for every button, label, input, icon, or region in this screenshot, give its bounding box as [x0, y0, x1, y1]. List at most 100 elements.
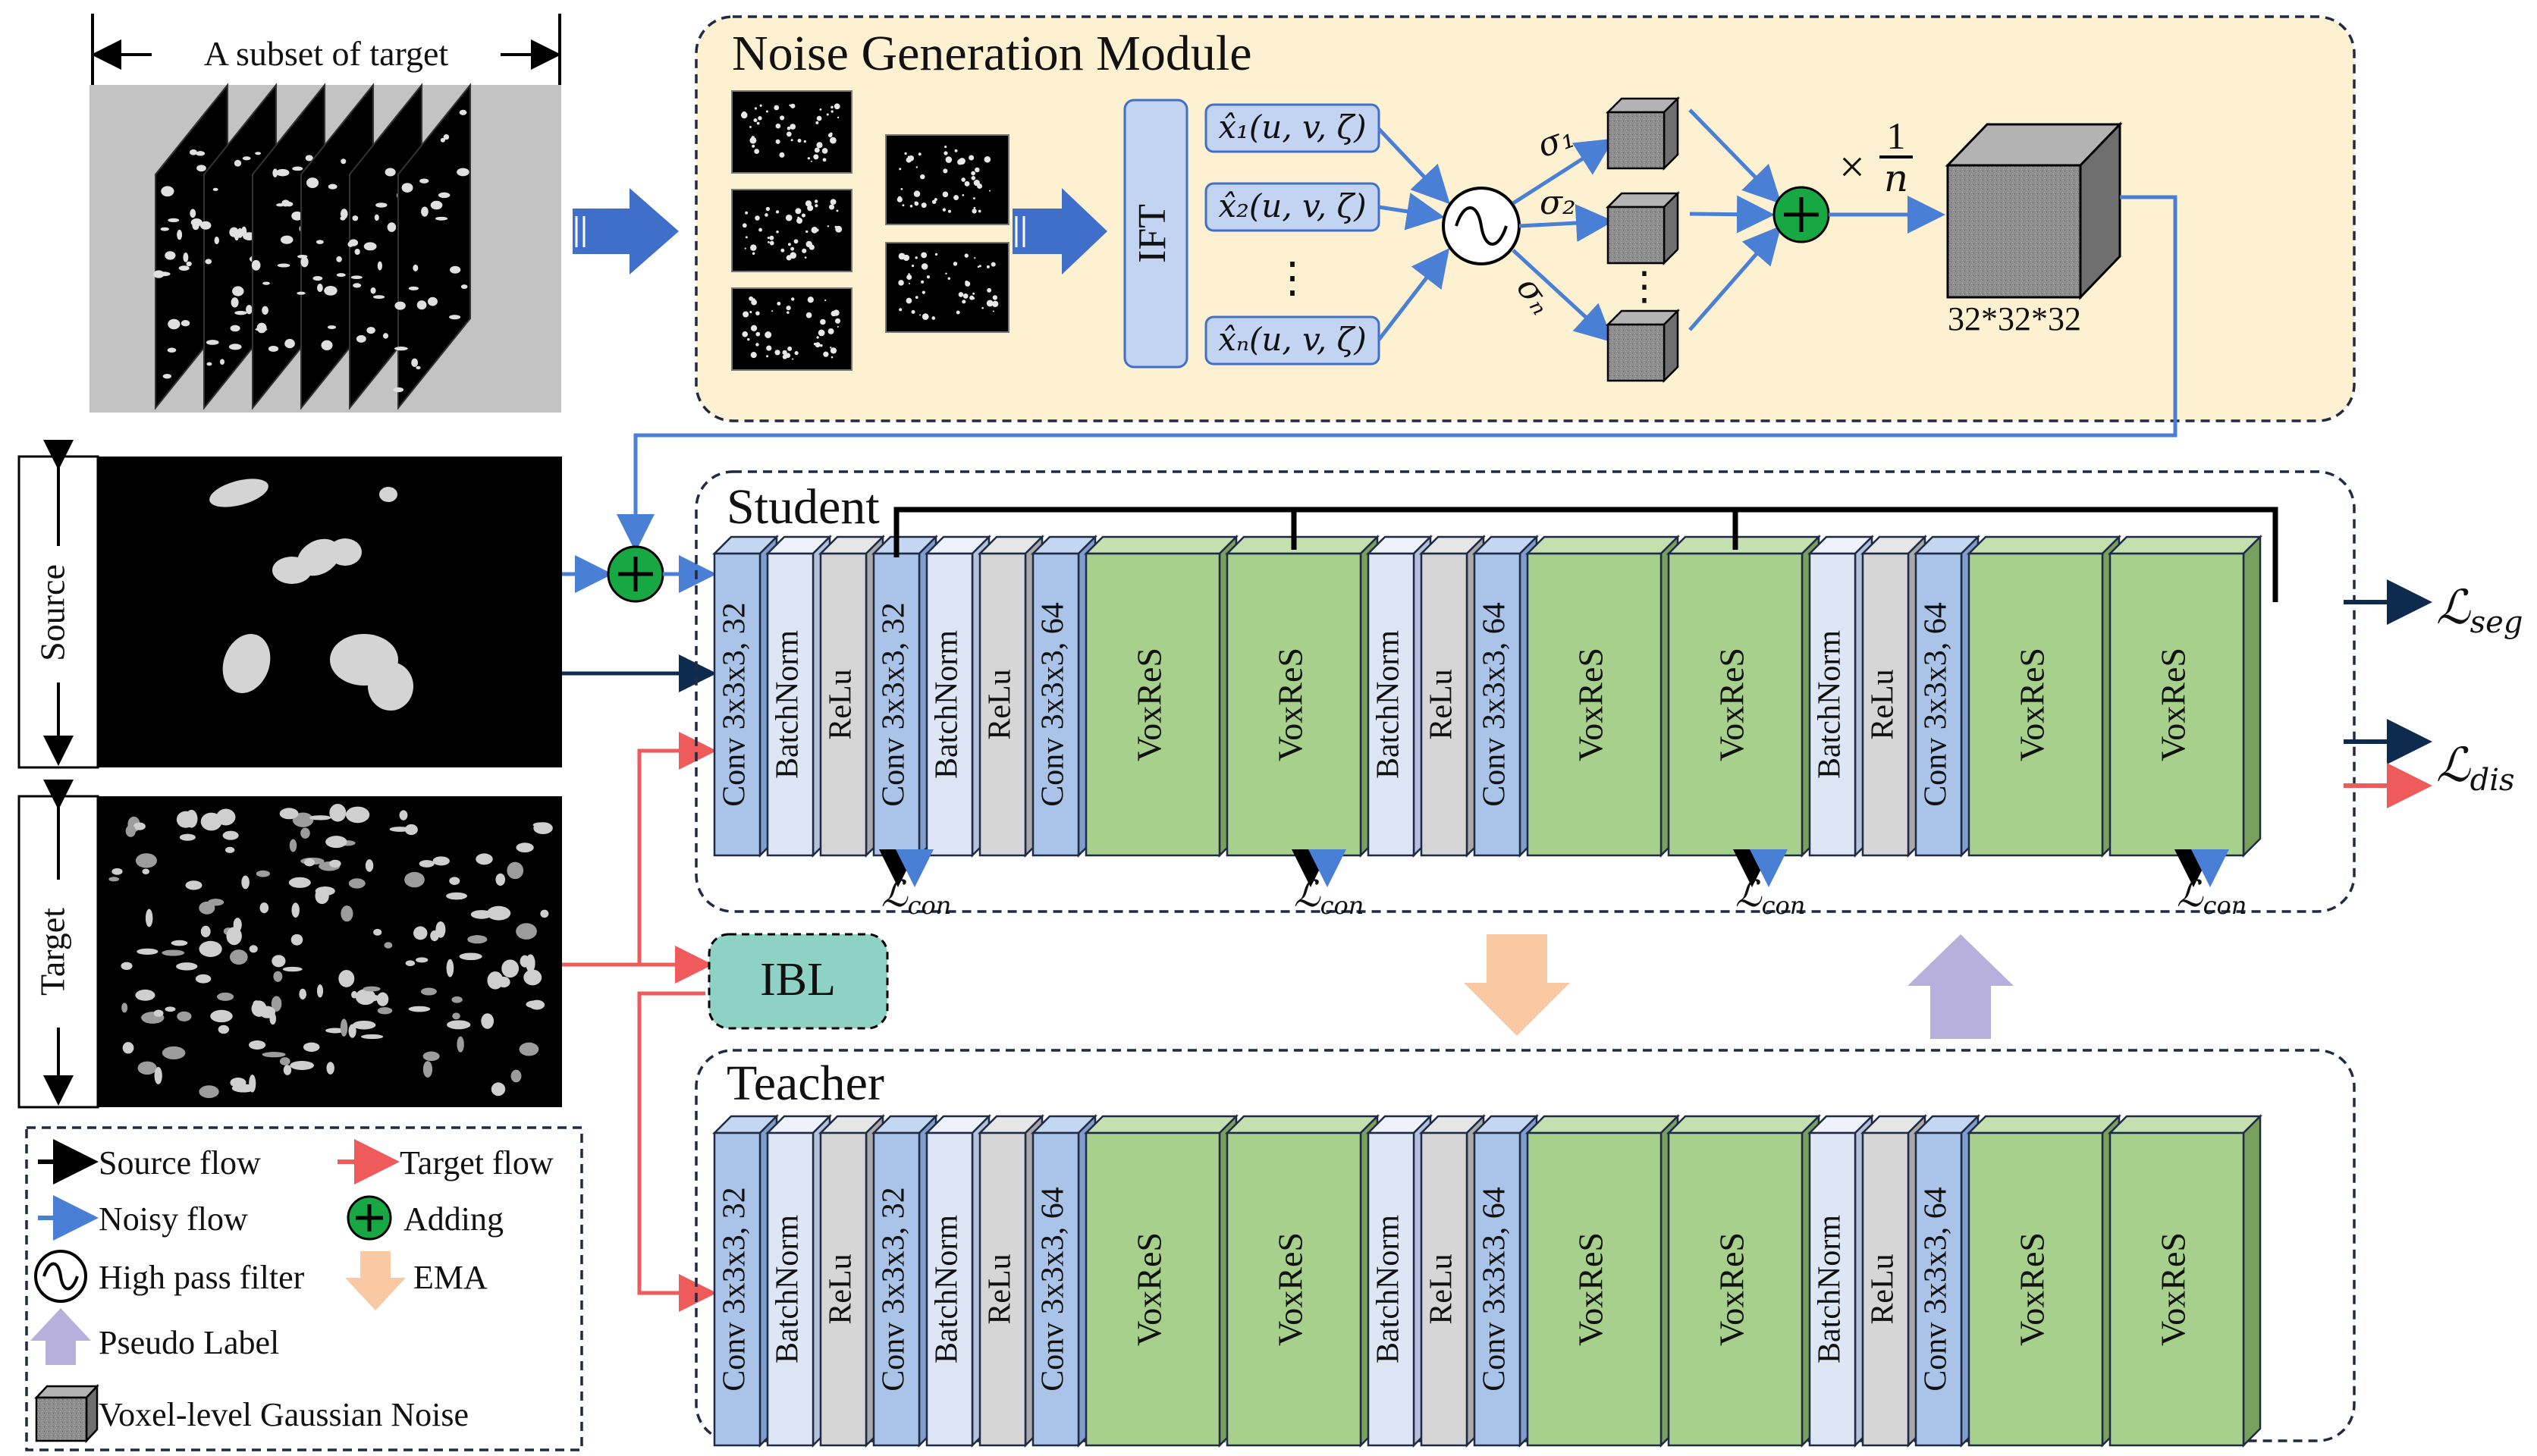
- target-image: [108, 804, 553, 1099]
- block-label: VoxReS: [1130, 1232, 1169, 1346]
- x-dots: ⋮: [1271, 255, 1314, 302]
- block-label: Conv 3x3x3, 32: [877, 1187, 912, 1392]
- block-label: BatchNorm: [1371, 630, 1406, 779]
- network-block-conv: Conv 3x3x3, 64: [1030, 534, 1098, 858]
- network-block-vox: VoxReS: [1966, 534, 2122, 858]
- legend-ema-icon: [345, 1251, 406, 1310]
- ift-block: [1123, 99, 1188, 369]
- block-label: ReLu: [1424, 1254, 1459, 1324]
- teacher-blocks: Conv 3x3x3, 32 BatchNorm ReLu Conv 3x3x3, 3…: [711, 1113, 2263, 1448]
- target-subset-panel: A subset of target: [89, 14, 561, 413]
- noise-input-arrow: [573, 188, 679, 275]
- ibl-label: IBL: [760, 954, 836, 1006]
- block-label: Conv 3x3x3, 64: [1919, 1187, 1954, 1392]
- block-label: BatchNorm: [771, 630, 805, 779]
- x2-label: x̂₂(u, v, ζ): [1218, 187, 1366, 224]
- block-label: BatchNorm: [930, 1215, 965, 1363]
- xn-label: x̂ₙ(u, v, ζ): [1218, 321, 1366, 358]
- network-block-relu: ReLu: [977, 1113, 1045, 1448]
- noise-cube: [1606, 206, 1666, 265]
- block-label: VoxReS: [1271, 648, 1310, 761]
- network-block-vox: VoxReS: [1083, 534, 1239, 858]
- block-label: Conv 3x3x3, 64: [1036, 1187, 1071, 1392]
- pseudo-label-arrow: [1907, 934, 2014, 1039]
- block-label: Conv 3x3x3, 32: [717, 1187, 752, 1392]
- target-slices: [153, 83, 471, 410]
- ift-label: IFT: [1131, 204, 1174, 263]
- network-block-vox: VoxReS: [1083, 1113, 1239, 1448]
- subset-label: A subset of target: [204, 34, 449, 73]
- block-label: BatchNorm: [930, 630, 965, 779]
- cube-size-label: 32*32*32: [1948, 300, 2081, 337]
- scale-num: 1: [1887, 115, 1906, 157]
- network-block-vox: VoxReS: [1666, 1113, 1822, 1448]
- block-label: ReLu: [824, 669, 859, 739]
- block-label: BatchNorm: [771, 1215, 805, 1363]
- ema-arrow: [1464, 934, 1570, 1036]
- legend-source-flow: Source flow: [99, 1144, 261, 1181]
- block-label: VoxReS: [1271, 1232, 1310, 1346]
- frequency-images: [731, 90, 1009, 371]
- block-label: ReLu: [983, 1254, 1018, 1324]
- network-block-vox: VoxReS: [1224, 1113, 1380, 1448]
- legend-target-flow: Target flow: [400, 1144, 554, 1181]
- noise-module-title: Noise Generation Module: [732, 26, 1252, 81]
- block-label: Conv 3x3x3, 32: [717, 602, 752, 807]
- network-block-vox: VoxReS: [1524, 1113, 1681, 1448]
- target-panel: Target: [17, 780, 562, 1109]
- block-label: BatchNorm: [1813, 1215, 1848, 1363]
- block-label: VoxReS: [2154, 648, 2193, 761]
- block-label: Conv 3x3x3, 64: [1477, 602, 1512, 807]
- block-label: VoxReS: [1571, 648, 1610, 761]
- block-label: VoxReS: [2013, 1232, 2052, 1346]
- network-block-relu: ReLu: [818, 1113, 886, 1448]
- block-label: Conv 3x3x3, 64: [1036, 602, 1071, 807]
- network-block-bn: BatchNorm: [1365, 534, 1433, 858]
- noise-generation-module: Noise Generation Module IFT x̂₁(u, v, ζ)…: [695, 15, 2356, 422]
- network-block-vox: VoxReS: [1666, 534, 1822, 858]
- network-block-vox: VoxReS: [1524, 534, 1681, 858]
- cube-dots: ⋮: [1625, 265, 1664, 309]
- frequency-image: [731, 90, 852, 174]
- freq-components: x̂₁(u, v, ζ) x̂₂(u, v, ζ) ⋮ x̂ₙ(u, v, ζ): [1204, 103, 1380, 366]
- noise-cube: [1606, 111, 1666, 170]
- l-con-label: ℒcon: [1294, 873, 1364, 920]
- adding-node-noise: [1772, 186, 1830, 243]
- network-block-vox: VoxReS: [1224, 534, 1380, 858]
- legend-pseudo-label: Pseudo Label: [99, 1324, 279, 1361]
- block-label: VoxReS: [1571, 1232, 1610, 1346]
- block-label: VoxReS: [1713, 648, 1751, 761]
- block-label: VoxReS: [2154, 1232, 2193, 1346]
- target-label: Target: [33, 908, 72, 996]
- block-label: Conv 3x3x3, 64: [1919, 602, 1954, 807]
- legend-adding: Adding: [403, 1200, 504, 1238]
- block-label: ReLu: [1424, 669, 1459, 739]
- block-label: Conv 3x3x3, 64: [1477, 1187, 1512, 1392]
- target-slice: [397, 83, 471, 410]
- network-block-vox: VoxReS: [1966, 1113, 2122, 1448]
- l-dis-label: ℒdis: [2436, 737, 2515, 798]
- gaussian-noise-cube: [1945, 121, 2123, 300]
- block-label: ReLu: [1866, 1254, 1901, 1324]
- legend-pseudo-icon: [30, 1308, 91, 1365]
- teacher-title: Teacher: [727, 1056, 884, 1111]
- frequency-image: [885, 134, 1009, 225]
- block-label: VoxReS: [1713, 1232, 1751, 1346]
- block-label: ReLu: [1866, 669, 1901, 739]
- legend-high-pass: High pass filter: [99, 1259, 305, 1296]
- scale-times: ×: [1839, 142, 1865, 192]
- block-label: BatchNorm: [1813, 630, 1848, 779]
- source-panel: Source: [17, 440, 562, 769]
- block-label: ReLu: [983, 669, 1018, 739]
- legend-noisy-flow: Noisy flow: [99, 1200, 248, 1238]
- block-label: VoxReS: [1130, 648, 1169, 761]
- noise-cube: [1606, 323, 1666, 382]
- block-label: VoxReS: [2013, 648, 2052, 761]
- block-label: ReLu: [824, 1254, 859, 1324]
- x1-label: x̂₁(u, v, ζ): [1218, 108, 1366, 146]
- block-label: BatchNorm: [1371, 1215, 1406, 1363]
